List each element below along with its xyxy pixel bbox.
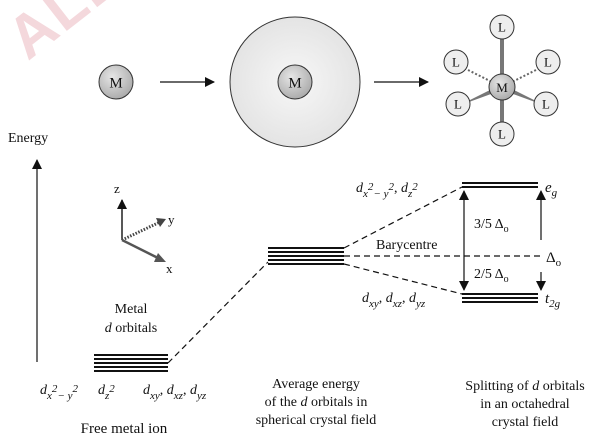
t2g-orbital-labels: dxy, dxz, dyz: [362, 291, 426, 310]
svg-text:dxy, dxz, dyz: dxy, dxz, dyz: [143, 383, 207, 402]
svg-text:L: L: [452, 55, 460, 70]
t2g-label: t2g: [545, 291, 561, 310]
free-ion-orbital-labels: dx2− y2 dz2 dxy, dxz, dyz: [40, 383, 207, 402]
total-gap-label: Δo: [546, 250, 562, 269]
eg-label: eg: [545, 180, 558, 199]
energy-label: Energy: [8, 131, 48, 146]
svg-text:M: M: [496, 80, 508, 95]
t2g-levels: [462, 293, 538, 303]
y-axis-label: y: [168, 212, 175, 227]
spherical-caption-1: Average energy: [272, 377, 360, 392]
svg-text:L: L: [454, 97, 462, 112]
x-axis-label: x: [166, 261, 173, 276]
free-ion-caption: Free metal ion: [81, 421, 168, 437]
octahedral-caption-1: Splitting of d orbitals: [465, 379, 584, 394]
barycentre-label: Barycentre: [376, 238, 437, 253]
connector-to-eg: [343, 186, 463, 249]
svg-text:dx2− y2: dx2− y2: [40, 383, 78, 402]
spherical-caption-2: of the d orbitals in: [265, 395, 368, 410]
connector-free-to-spherical: [167, 261, 269, 364]
d-orbitals-title: d orbitals: [105, 321, 158, 336]
connector-to-t2g: [343, 263, 463, 295]
octahedral-caption-2: in an octahedral: [480, 397, 570, 412]
z-axis-label: z: [114, 181, 120, 196]
svg-text:L: L: [498, 20, 506, 35]
metal-label: M: [109, 76, 122, 92]
octahedral-complex: L L L L L L M: [443, 14, 561, 147]
svg-text:dz2: dz2: [98, 383, 115, 402]
svg-text:L: L: [542, 97, 550, 112]
coordinate-axes: z y x: [114, 181, 175, 276]
free-ion-levels: [94, 354, 168, 372]
svg-text:L: L: [544, 55, 552, 70]
lower-gap-label: 2/5 Δo: [474, 267, 509, 285]
metal-label-sphere: M: [288, 76, 301, 92]
spherical-field-atom: M: [229, 16, 361, 148]
free-metal-atom: M: [98, 64, 134, 100]
spherical-levels: [268, 247, 344, 265]
eg-levels: [462, 182, 538, 188]
svg-text:L: L: [498, 127, 506, 142]
metal-title: Metal: [115, 302, 148, 317]
eg-orbital-labels: dx2− y2, dz2: [356, 181, 418, 200]
octahedral-caption-3: crystal field: [492, 415, 558, 430]
spherical-caption-3: spherical crystal field: [256, 413, 377, 428]
upper-gap-label: 3/5 Δo: [474, 217, 509, 235]
